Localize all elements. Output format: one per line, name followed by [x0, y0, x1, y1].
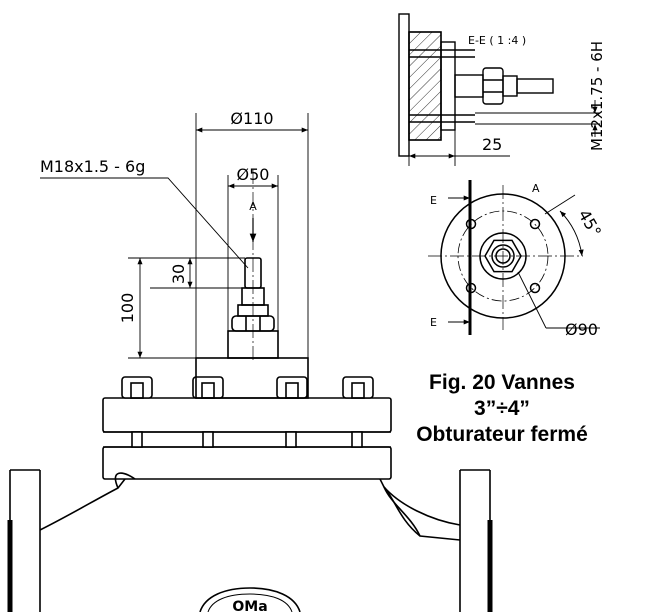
caption-line-1: Fig. 20 Vannes: [429, 371, 575, 394]
flange-nuts: [121, 376, 374, 399]
view-arrow-label-a: A: [249, 200, 257, 213]
thread-callout-m18: M18x1.5 - 6g: [40, 157, 145, 176]
section-title: E-E ( 1 :4 ): [468, 34, 526, 47]
dim-depth-25: 25: [482, 135, 502, 154]
bonnet-flange: [102, 397, 392, 433]
section-marker-e-bottom: E: [430, 316, 437, 329]
figure-caption: Fig. 20 Vannes 3”÷4” Obturateur fermé: [352, 370, 650, 448]
dim-angle-45: 45°: [574, 206, 605, 240]
thread-callout-m12: M12x1.75 - 6H: [588, 41, 606, 151]
dim-bolt-circle-90: Ø90: [565, 320, 598, 339]
body-flange: [102, 446, 392, 480]
section-marker-e-top: E: [430, 194, 437, 207]
dim-height-30: 30: [169, 264, 188, 284]
dim-diameter-50: Ø50: [237, 165, 270, 184]
logo-text: OMa: [232, 599, 267, 612]
valve-assembly: [7, 257, 493, 612]
dim-height-100: 100: [118, 293, 137, 324]
dimension-lines: [40, 113, 309, 359]
manufacturer-logo: OMa: [199, 587, 301, 612]
caption-line-2: 3”÷4”: [474, 397, 530, 420]
top-view-label-a: A: [532, 182, 540, 195]
section-view: [398, 13, 554, 157]
caption-line-3: Obturateur fermé: [416, 423, 588, 446]
dim-diameter-110: Ø110: [230, 109, 273, 128]
